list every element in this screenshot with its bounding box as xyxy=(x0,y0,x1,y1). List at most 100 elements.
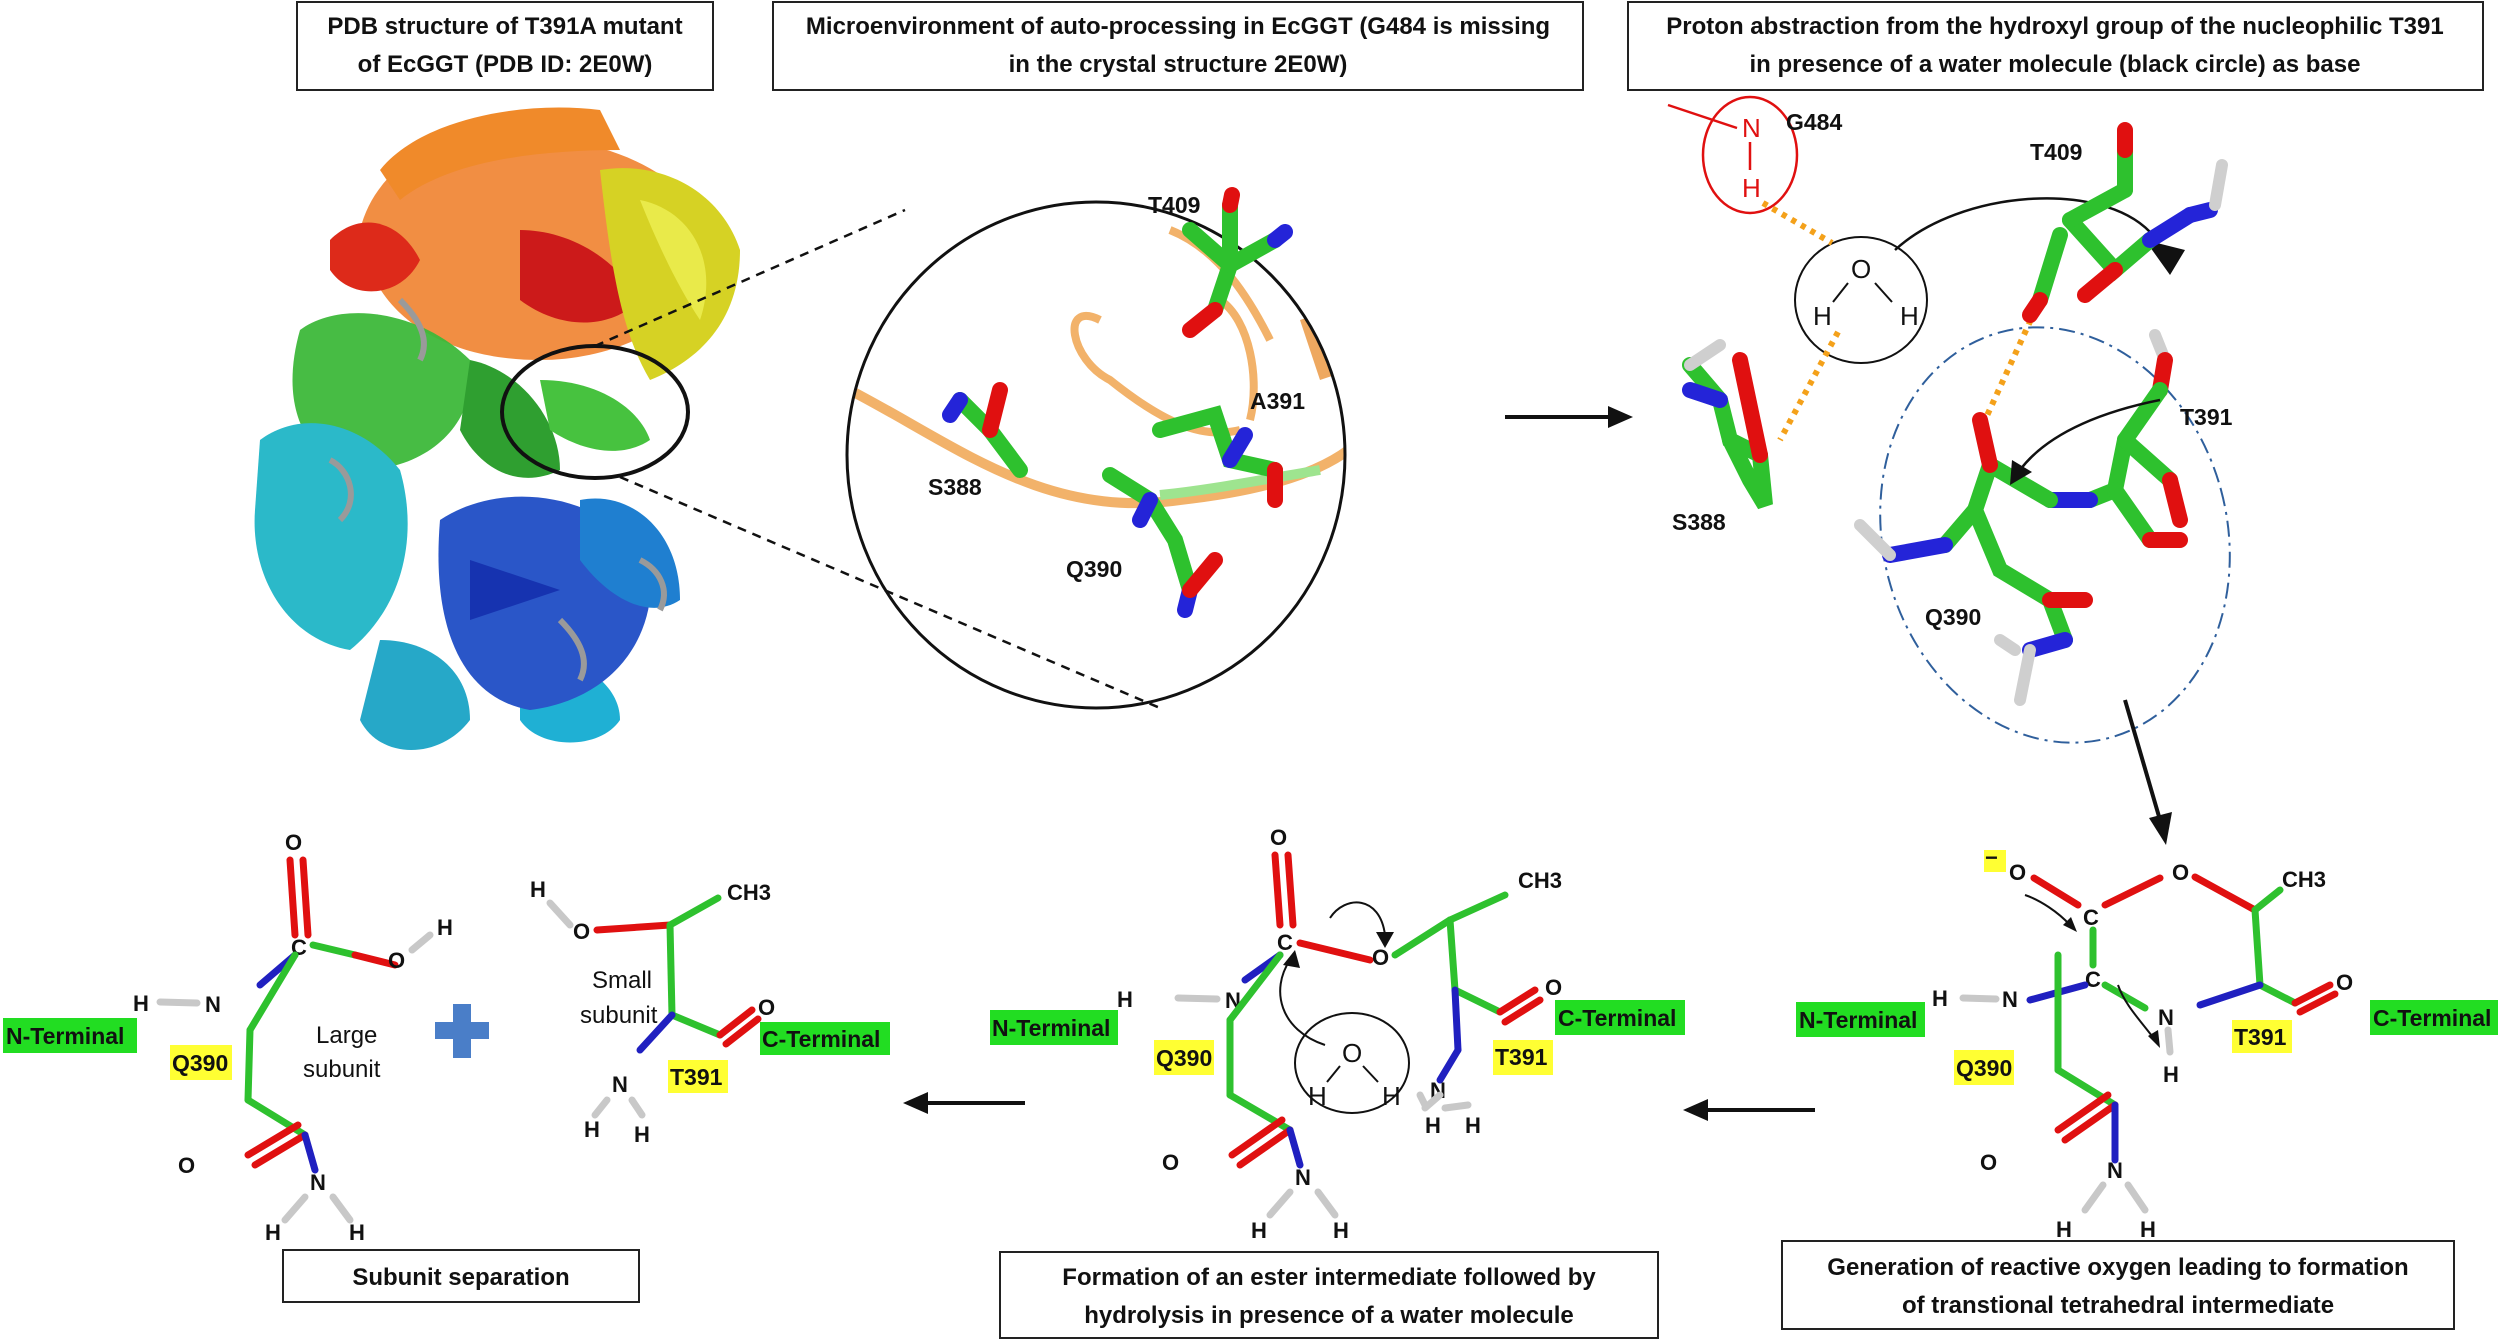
ester-o-top: O xyxy=(1270,825,1287,850)
small-subunit-label-1: Small xyxy=(592,967,652,994)
caption-micro-line2: in the crystal structure 2E0W) xyxy=(1009,51,1348,78)
ester-t391-tag: T391 xyxy=(1495,1044,1548,1070)
proton-abstraction-panel: N H G484 O H H T409 S388 xyxy=(1667,95,2233,744)
arrow-to-subunits xyxy=(903,1092,1025,1114)
ester-c: C xyxy=(1277,930,1293,955)
small-h-n-2: H xyxy=(634,1122,650,1147)
caption-pdb-structure: PDB structure of T391A mutant of EcGGT (… xyxy=(296,1,714,91)
ester-intermediate: O C O CH3 O N H H O H H N xyxy=(990,825,1685,1243)
caption-subunit-separation: Subunit separation xyxy=(282,1249,640,1303)
ester-n-terminal-tag: N-Terminal xyxy=(992,1015,1110,1041)
subunit-separation: O C O H N H O N H H Large subunit N-Term… xyxy=(3,830,890,1245)
label-q390-proton: Q390 xyxy=(1925,604,1981,630)
small-ch3: CH3 xyxy=(727,880,771,905)
ester-water-h1: H xyxy=(1308,1081,1327,1111)
large-h-amide-2: H xyxy=(349,1220,365,1245)
large-o-amide: O xyxy=(178,1153,195,1178)
zoom-line-top xyxy=(594,208,906,348)
large-h-oh: H xyxy=(437,915,453,940)
tetra-h-amide-1: H xyxy=(2056,1217,2072,1242)
large-n-terminal-tag: N-Terminal xyxy=(6,1023,124,1049)
q390-t391-dashed-ellipse xyxy=(1879,326,2231,744)
small-h-oh: H xyxy=(530,877,546,902)
ester-h-right-1: H xyxy=(1425,1113,1441,1138)
tetra-q390-tag: Q390 xyxy=(1956,1055,2012,1081)
water-o-atom: O xyxy=(1851,254,1871,284)
tetra-n-left: N xyxy=(2002,987,2018,1012)
caption-pdb-line2: of EcGGT (PDB ID: 2E0W) xyxy=(358,51,653,78)
caption-proton-line1: Proton abstraction from the hydroxyl gro… xyxy=(1666,13,2443,40)
large-o-h: O xyxy=(388,948,405,973)
label-s388-zoom: S388 xyxy=(928,474,982,500)
microenvironment-zoom: T409 A391 S388 Q390 xyxy=(845,187,1347,710)
label-t409-proton: T409 xyxy=(2030,139,2082,165)
g484-n-atom: N xyxy=(1742,113,1761,143)
label-a391-zoom: A391 xyxy=(1250,388,1305,414)
large-n-amide: N xyxy=(310,1170,326,1195)
tetra-h-n-right: H xyxy=(2163,1062,2179,1087)
large-subunit-label-2: subunit xyxy=(303,1056,381,1083)
g484-circle xyxy=(1701,95,1799,215)
caption-proton-abstraction: Proton abstraction from the hydroxyl gro… xyxy=(1627,1,2484,91)
small-subunit-label-2: subunit xyxy=(580,1002,658,1029)
caption-ester-line2: hydrolysis in presence of a water molecu… xyxy=(1084,1302,1574,1329)
tetra-h-amide-2: H xyxy=(2140,1217,2156,1242)
ester-water-circle xyxy=(1294,1012,1410,1114)
caption-gen-line2: of transtional tetrahedral intermediate xyxy=(1902,1292,2334,1319)
small-n: N xyxy=(612,1072,628,1097)
tetra-n-terminal-tag: N-Terminal xyxy=(1799,1007,1917,1033)
caption-reactive-oxygen: Generation of reactive oxygen leading to… xyxy=(1781,1240,2455,1330)
g484-h-atom: H xyxy=(1742,173,1761,203)
arrow-to-ester xyxy=(1683,1099,1815,1121)
water-circle xyxy=(1794,236,1928,364)
ester-h-right-2: H xyxy=(1465,1113,1481,1138)
caption-proton-line2: in presence of a water molecule (black c… xyxy=(1750,51,2361,78)
ester-o-amide: O xyxy=(1162,1150,1179,1175)
ester-h-n-left: H xyxy=(1117,987,1133,1012)
small-t391-tag: T391 xyxy=(670,1064,723,1090)
ester-n-amide: N xyxy=(1295,1165,1311,1190)
ester-water-h2: H xyxy=(1382,1081,1401,1111)
small-o: O xyxy=(573,919,590,944)
large-o-top: O xyxy=(285,830,302,855)
tetra-ch3: CH3 xyxy=(2282,867,2326,892)
tetra-h-n-left: H xyxy=(1932,986,1948,1011)
tetrahedral-intermediate: − O C O CH3 O C N H N H O N xyxy=(1796,845,2498,1242)
small-o-carbonyl: O xyxy=(758,995,775,1020)
caption-pdb-line1: PDB structure of T391A mutant xyxy=(327,13,682,40)
ester-o-link: O xyxy=(1372,945,1389,970)
zoom-circle xyxy=(845,200,1347,710)
arrow-to-tetrahedral xyxy=(2123,699,2172,845)
arrow-to-proton-step xyxy=(1505,406,1633,428)
large-subunit-label-1: Large xyxy=(316,1022,377,1049)
tetra-o-minus: O xyxy=(2009,860,2026,885)
label-q390-zoom: Q390 xyxy=(1066,556,1122,582)
tetra-c-mid: C xyxy=(2085,967,2101,992)
tetra-o-ring: O xyxy=(2172,860,2189,885)
label-t409-zoom: T409 xyxy=(1148,192,1200,218)
small-c-terminal-tag: C-Terminal xyxy=(762,1026,880,1052)
ester-c-terminal-tag: C-Terminal xyxy=(1558,1005,1676,1031)
large-h-amide-1: H xyxy=(265,1220,281,1245)
tetra-n-amide: N xyxy=(2107,1158,2123,1183)
tetra-o-amide: O xyxy=(1980,1150,1997,1175)
water-h2-atom: H xyxy=(1900,301,1919,331)
caption-micro-line1: Microenvironment of auto-processing in E… xyxy=(806,13,1550,40)
water-h1-atom: H xyxy=(1813,301,1832,331)
protein-cartoon xyxy=(254,107,740,750)
caption-subunit-text: Subunit separation xyxy=(352,1264,569,1291)
large-h-n: H xyxy=(133,991,149,1016)
ester-water-o: O xyxy=(1342,1038,1362,1068)
small-h-n-1: H xyxy=(584,1117,600,1142)
zoom-line-bottom xyxy=(619,475,1161,710)
label-g484: G484 xyxy=(1786,109,1842,135)
ester-ch3: CH3 xyxy=(1518,868,1562,893)
large-q390-tag: Q390 xyxy=(172,1050,228,1076)
caption-ester-intermediate: Formation of an ester intermediate follo… xyxy=(999,1251,1659,1339)
negative-charge: − xyxy=(1985,845,1998,870)
tetra-c-terminal-tag: C-Terminal xyxy=(2373,1005,2491,1031)
label-t391-proton: T391 xyxy=(2180,404,2233,430)
tetra-n-right: N xyxy=(2158,1005,2174,1030)
tetra-c-top: C xyxy=(2083,905,2099,930)
